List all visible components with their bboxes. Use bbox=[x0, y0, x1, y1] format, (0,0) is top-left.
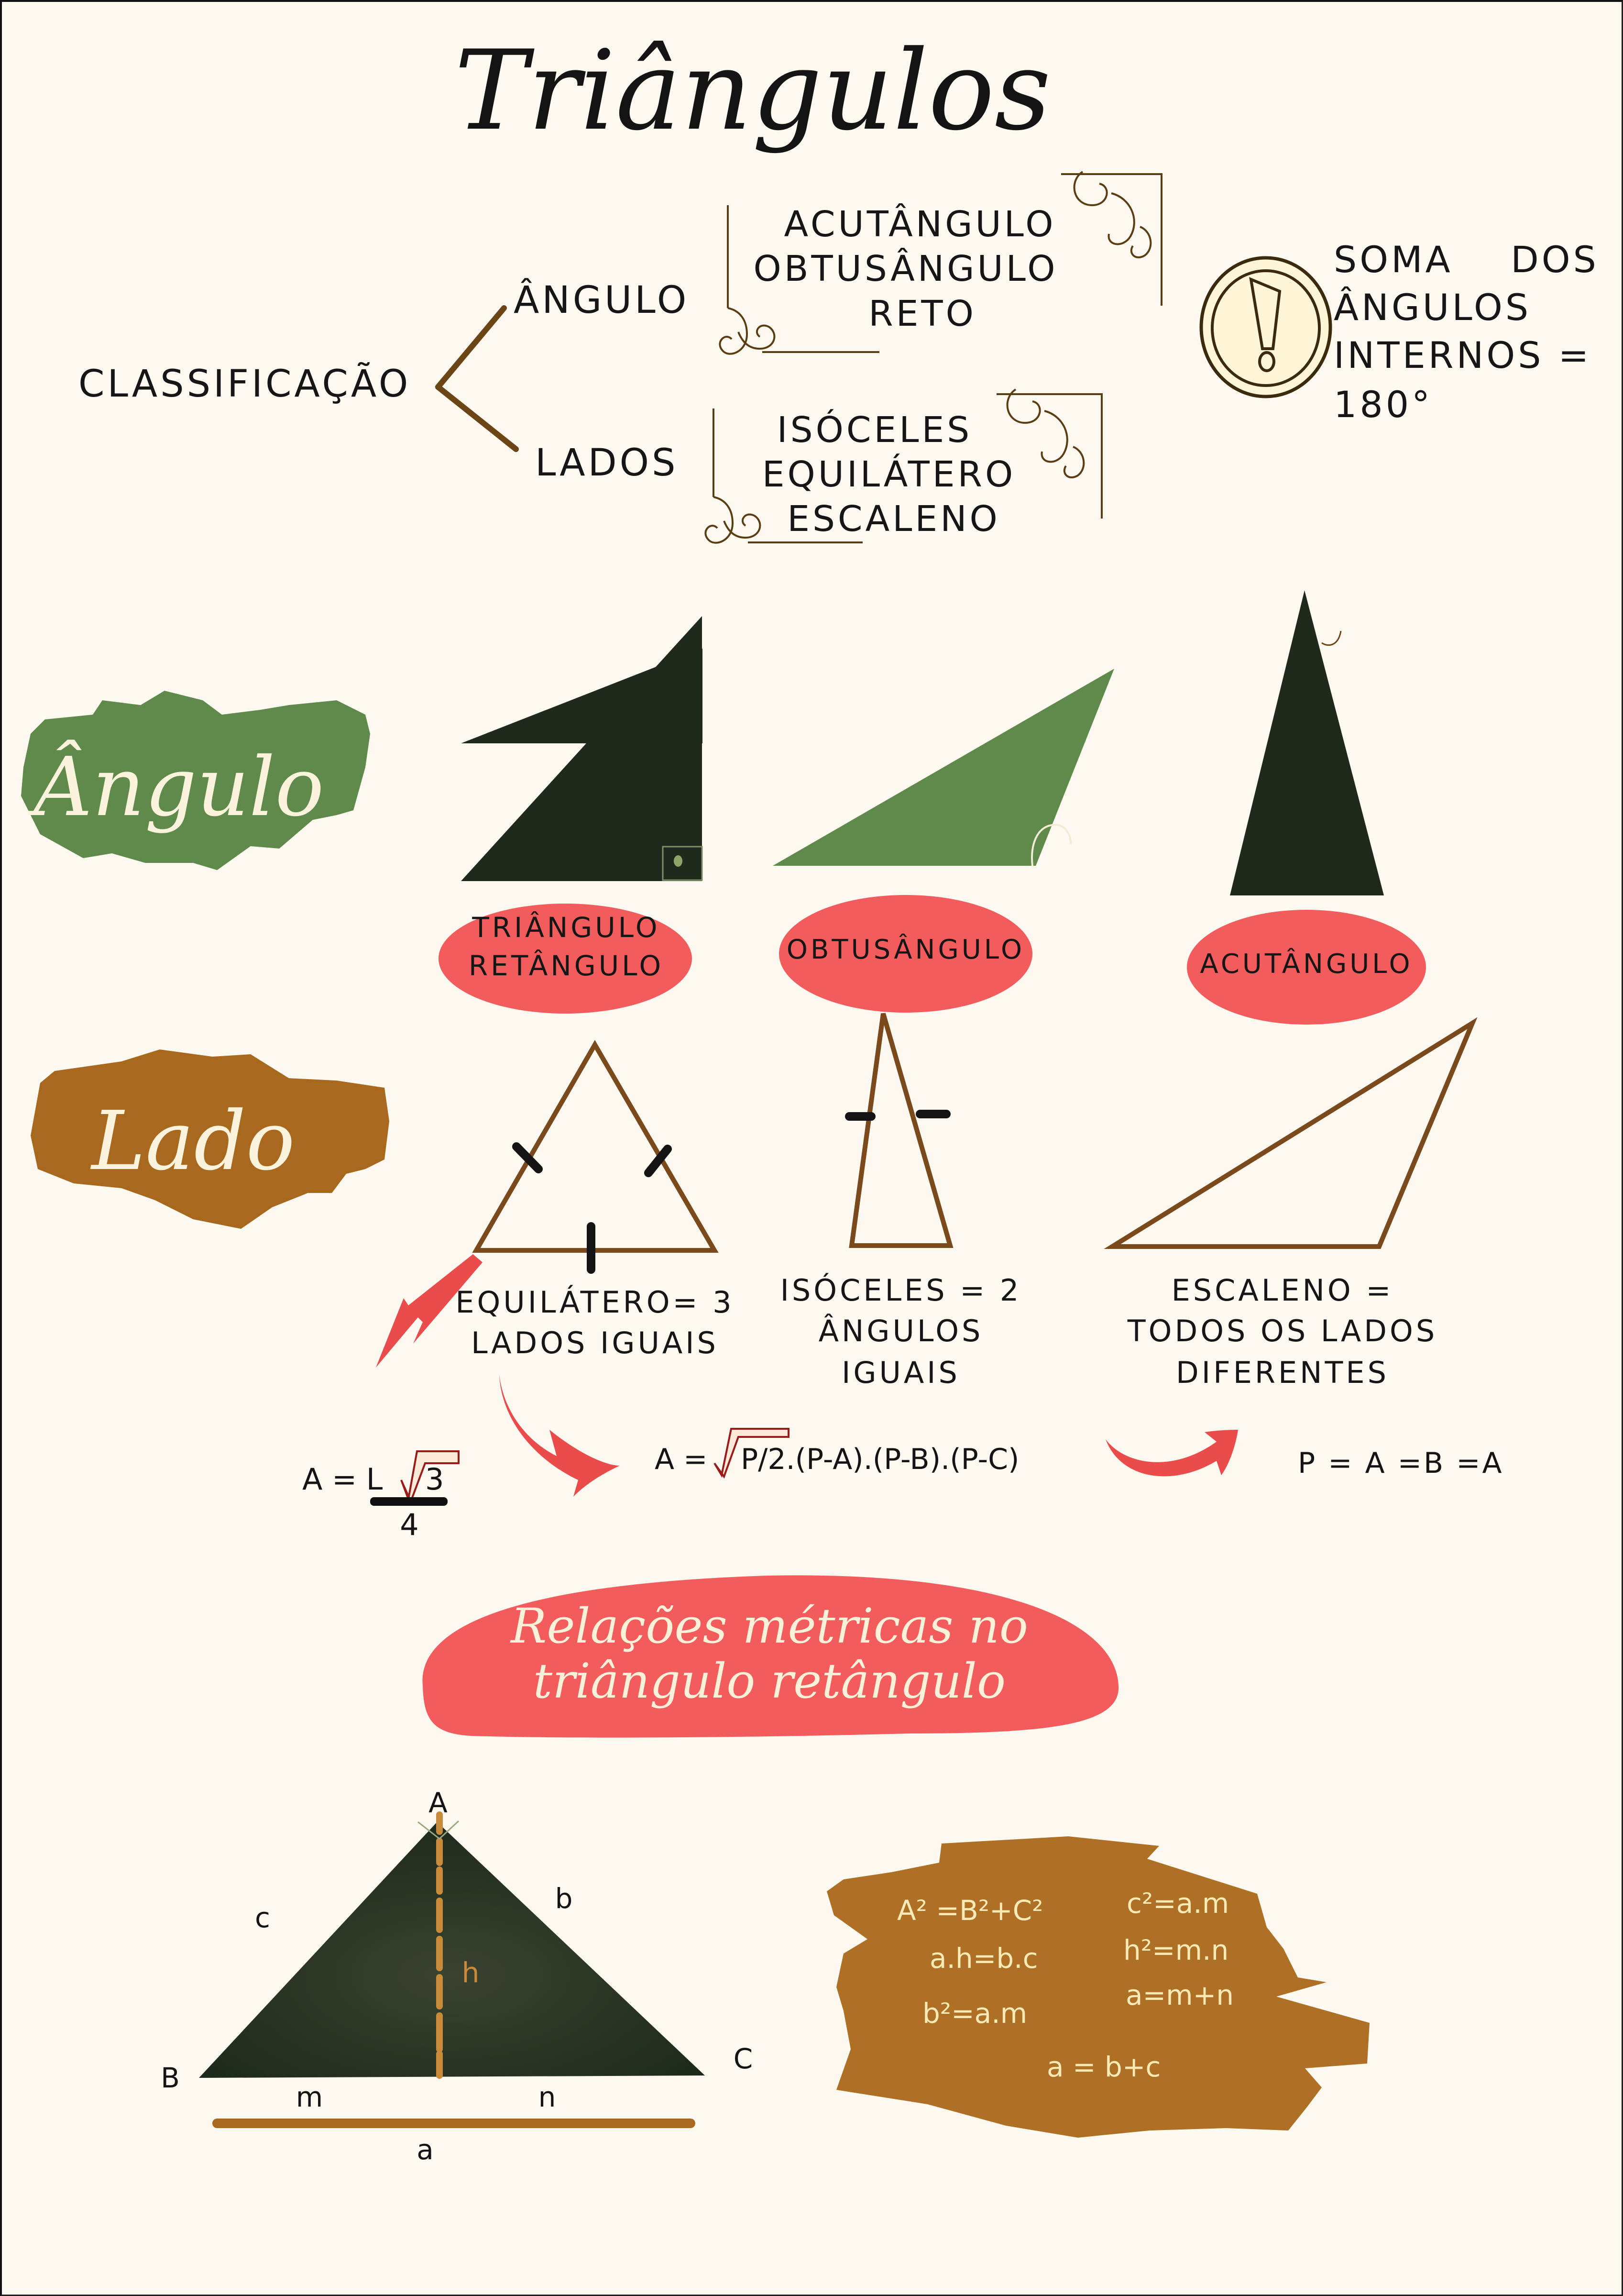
perimeter-formula: P = A =B =A bbox=[1298, 1446, 1504, 1480]
scalene-triangle bbox=[1104, 1017, 1478, 1249]
right-triangle bbox=[461, 616, 703, 881]
equilateral-area-formula: A = L 3 4 bbox=[302, 1450, 460, 1542]
formula-denominator: 4 bbox=[400, 1507, 418, 1542]
note-line: 180° bbox=[1334, 383, 1433, 426]
classification-root: CLASSIFICAÇÃO bbox=[78, 362, 411, 406]
curved-arrow-icon bbox=[499, 1375, 620, 1497]
description-line: EQUILÁTERO= 3 bbox=[455, 1284, 734, 1320]
pill-label: OBTUSÂNGULO bbox=[787, 934, 1025, 965]
description-line: TODOS OS LADOS bbox=[1127, 1314, 1437, 1348]
acute-triangle bbox=[1230, 590, 1384, 895]
note-line: INTERNOS = bbox=[1334, 334, 1591, 376]
obtuse-triangle-pill: OBTUSÂNGULO bbox=[779, 895, 1032, 1013]
relation-item: h²=m.n bbox=[1123, 1934, 1228, 1966]
relation-item: b²=a.m bbox=[922, 1997, 1027, 2030]
note-line: SOMA DOS bbox=[1334, 238, 1599, 281]
formula-prefix: A = L bbox=[302, 1462, 383, 1497]
formula-radicand: P/2.(P-A).(P-B).(P-C) bbox=[741, 1443, 1019, 1476]
equilateral-triangle bbox=[472, 1040, 719, 1274]
pill-label: ACUTÂNGULO bbox=[1200, 949, 1413, 980]
acute-triangle-pill: ACUTÂNGULO bbox=[1187, 910, 1426, 1025]
scalene-description: ESCALENO = TODOS OS LADOS DIFERENTES bbox=[1127, 1273, 1437, 1390]
tree-connector bbox=[435, 305, 519, 452]
segment-m-label: m bbox=[296, 2081, 323, 2113]
relation-item: a.h=b.c bbox=[930, 1942, 1038, 1975]
list-item: RETO bbox=[868, 293, 976, 334]
vertex-a-label: A bbox=[428, 1787, 448, 1819]
pill-label: TRIÂNGULO bbox=[472, 911, 660, 944]
banner-line: triângulo retângulo bbox=[533, 1653, 1006, 1709]
base-length-bar bbox=[212, 2119, 695, 2128]
relation-item: A² =B²+C² bbox=[897, 1894, 1043, 1927]
banner-line: Relações métricas no bbox=[510, 1598, 1028, 1654]
list-item: ACUTÂNGULO bbox=[784, 203, 1056, 245]
heron-formula: A = P/2.(P-A).(P-B).(P-C) bbox=[655, 1428, 1019, 1479]
obtuse-triangle bbox=[773, 669, 1114, 866]
metric-relations-banner: Relações métricas no triângulo retângulo bbox=[422, 1575, 1119, 1738]
side-b-label: b bbox=[555, 1882, 573, 1915]
page-title: Triângulos bbox=[454, 27, 1051, 155]
vertex-b-label: B bbox=[161, 2062, 180, 2094]
relations-panel: A² =B²+C² c²=a.m a.h=b.c h²=m.n a=m+n b²… bbox=[827, 1836, 1370, 2138]
angle-badge-label: Ângulo bbox=[27, 739, 324, 835]
branch-sides-label: LADOS bbox=[535, 442, 679, 485]
angle-section-badge: Ângulo bbox=[21, 691, 370, 870]
angle-sum-note: SOMA DOS ÂNGULOS INTERNOS = 180° bbox=[1334, 238, 1599, 426]
description-line: ISÓCELES = 2 bbox=[780, 1273, 1022, 1308]
curved-arrow-icon bbox=[1106, 1430, 1238, 1477]
list-item: OBTUSÂNGULO bbox=[753, 247, 1058, 289]
isosceles-description: ISÓCELES = 2 ÂNGULOS IGUAIS bbox=[780, 1273, 1022, 1390]
side-badge-label: Lado bbox=[90, 1094, 295, 1189]
side-c-label: c bbox=[255, 1901, 270, 1934]
relation-item: a=m+n bbox=[1126, 1979, 1234, 2011]
metric-triangle-diagram: A B C c b h m n a bbox=[161, 1787, 753, 2166]
exclamation-icon bbox=[1199, 256, 1332, 398]
list-item: ESCALENO bbox=[787, 498, 1000, 540]
fraction-bar bbox=[370, 1497, 448, 1506]
side-a-label: a bbox=[417, 2133, 434, 2166]
description-line: ESCALENO = bbox=[1172, 1273, 1394, 1308]
description-line: ÂNGULOS bbox=[819, 1313, 984, 1348]
equilateral-description: EQUILÁTERO= 3 LADOS IGUAIS bbox=[455, 1284, 734, 1360]
description-line: DIFERENTES bbox=[1176, 1355, 1389, 1390]
list-item: EQUILÁTERO bbox=[762, 453, 1016, 495]
relation-item: a = b+c bbox=[1047, 2051, 1161, 2083]
side-types-list: ISÓCELES EQUILÁTERO ESCALENO bbox=[762, 408, 1016, 540]
description-line: LADOS IGUAIS bbox=[471, 1325, 719, 1360]
list-item: ISÓCELES bbox=[777, 408, 972, 451]
segment-n-label: n bbox=[538, 2081, 556, 2113]
pill-label: RETÂNGULO bbox=[469, 949, 664, 982]
vertex-c-label: C bbox=[734, 2042, 753, 2075]
height-label: h bbox=[462, 1956, 480, 1989]
ornament-frame-sides bbox=[704, 388, 1103, 544]
ornament-frame-angle bbox=[719, 171, 1162, 355]
description-line: IGUAIS bbox=[842, 1355, 960, 1390]
angle-types-list: ACUTÂNGULO OBTUSÂNGULO RETO bbox=[753, 203, 1058, 334]
note-line: ÂNGULOS bbox=[1334, 286, 1531, 329]
right-triangle-pill: TRIÂNGULO RETÂNGULO bbox=[439, 904, 692, 1014]
isosceles-triangle bbox=[845, 1013, 954, 1248]
arrow-icon bbox=[376, 1254, 483, 1368]
formula-radicand: 3 bbox=[425, 1462, 444, 1497]
side-section-badge: Lado bbox=[31, 1049, 389, 1229]
relation-item: c²=a.m bbox=[1127, 1887, 1229, 1920]
formula-prefix: A = bbox=[655, 1443, 707, 1476]
branch-angle-label: ÂNGULO bbox=[514, 278, 689, 322]
